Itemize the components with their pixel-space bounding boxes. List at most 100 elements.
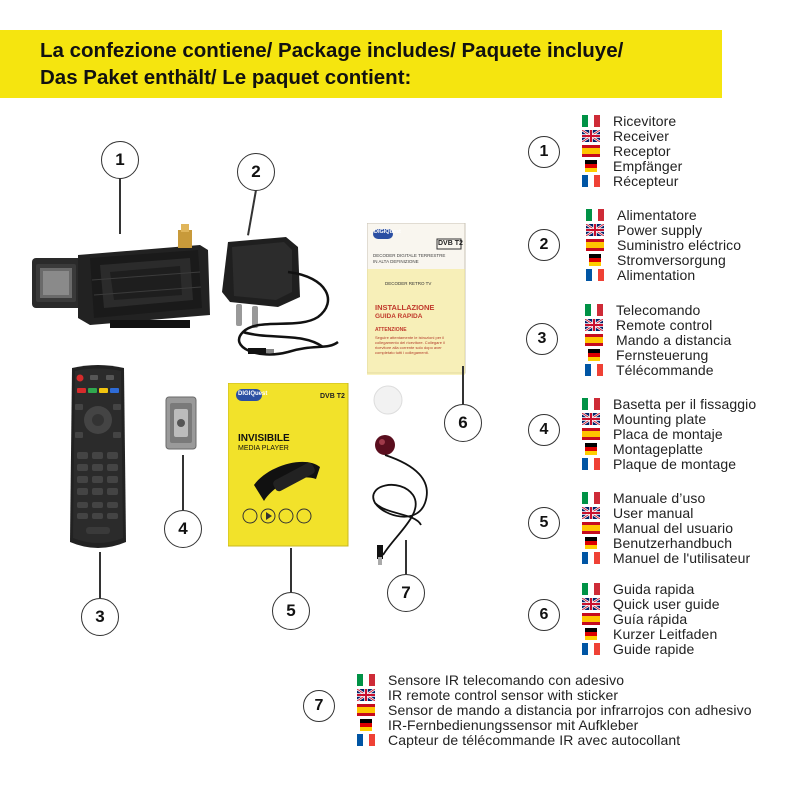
user-manual-booklet: DIGIQuest DVB T2 INVISIBILE MEDIA PLAYER [228,383,350,548]
legend-row: Sensore IR telecomando con adesivo [357,671,752,688]
legend-group-3: Telecomando Remote control Mando a dista… [585,302,731,378]
legend-row: IR remote control sensor with sticker [357,686,752,703]
legend-label-es: Placa de montaje [613,425,723,442]
header-title-line-1: La confezione contiene/ Package includes… [40,39,624,62]
legend-row: Montageplatte [582,441,756,457]
legend-group-1: Ricevitore Receiver Receptor Empfänger R… [582,112,683,189]
legend-label-it: Alimentatore [617,206,697,223]
legend-label-en: Power supply [617,221,703,238]
legend-row: Manuale d’uso [582,489,750,506]
user-manual-standard: DVB T2 [320,393,345,400]
quick-guide-booklet: DIGIQuest DVB T2 DECODER DIGITALE TERRES… [367,223,467,375]
flag-france-icon [357,733,375,746]
flag-germany-icon [582,159,600,172]
quick-guide-note: Seguire attentamente le istruzioni per i… [375,335,445,355]
legend-label-es: Receptor [613,142,671,159]
quick-guide-brand: DIGIQuest [374,229,401,235]
flag-italy-icon [582,114,600,127]
legend-label-de: Empfänger [613,157,683,174]
quick-guide-standard: DVB T2 [438,240,463,247]
legend-label-de: Kurzer Leitfaden [613,625,718,642]
legend-label-fr: Manuel de l'utilisateur [613,549,751,566]
legend-row: Mounting plate [582,411,756,427]
legend-row: Basetta per il fissaggio [582,395,757,412]
legend-row: Benutzerhandbuch [582,535,750,551]
flag-italy-icon [585,303,603,316]
flag-italy-icon [582,491,600,504]
legend-label-en: User manual [613,504,694,521]
quick-guide-title-2: GUIDA RAPIDA [375,313,423,320]
legend-row: Power supply [586,221,741,238]
flag-spain-icon [585,333,603,346]
leader-line-7 [405,540,407,574]
legend-label-de: Stromversorgung [617,251,726,268]
legend-row: Alimentation [586,266,741,283]
flag-uk-icon [582,412,600,425]
flag-germany-icon [582,442,600,455]
flag-germany-icon [582,627,600,640]
user-manual-title-1: INVISIBILE [238,433,290,444]
header-banner: La confezione contiene/ Package includes… [0,30,722,98]
flag-uk-icon [585,318,603,331]
legend-label-de: Fernsteuerung [616,346,709,363]
legend-label-fr: Guide rapide [613,640,695,657]
legend-row: Kurzer Leitfaden [582,625,720,642]
legend-label-en: Remote control [616,316,713,333]
legend-row: Remote control [585,316,731,333]
legend-row: Quick user guide [582,596,720,612]
legend-label-en: Receiver [613,127,670,144]
legend-label-it: Guida rapida [613,580,695,597]
receiver-illustration [32,224,210,328]
leader-line-6 [462,366,464,404]
flag-uk-icon [582,129,600,142]
legend-label-fr: Plaque de montage [613,455,737,472]
flag-italy-icon [357,673,375,686]
legend-row: Guide rapide [582,640,720,657]
quick-guide-subtitle-2: IN ALTA DEFINIZIONE [373,259,419,264]
flag-uk-icon [582,506,600,519]
legend-label-it: Basetta per il fissaggio [613,395,757,412]
header-title-line-2: Das Paket enthält/ Le paquet contient: [40,66,412,89]
flag-spain-icon [582,427,600,440]
leader-line-5 [290,548,292,592]
flag-france-icon [586,268,604,281]
flag-france-icon [582,642,600,655]
flag-uk-icon [586,223,604,236]
leader-line-3 [99,552,101,598]
legend-label-fr: Alimentation [617,266,696,283]
flag-uk-icon [582,597,600,610]
legend-label-fr: Capteur de télécommande IR avec autocoll… [388,731,681,748]
user-manual-brand: DIGIQuest [238,391,268,397]
legend-row: Guía rápida [582,611,720,627]
legend-row: Mando a distancia [585,332,731,348]
legend-label-it: Manuale d’uso [613,489,706,506]
legend-row: Sensor de mando a distancia por infrarro… [357,701,752,718]
quick-guide-model: DECODER RETRO TV [385,281,432,286]
legend-number-1: 1 [528,136,560,168]
flag-france-icon [582,551,600,564]
legend-label-es: Sensor de mando a distancia por infrarro… [388,701,752,718]
legend-row: Alimentatore [586,206,741,223]
flag-italy-icon [586,208,604,221]
flag-germany-icon [582,536,600,549]
legend-label-it: Ricevitore [613,112,677,129]
callout-number-1: 1 [101,141,139,179]
quick-guide-attention: ATTENZIONE [375,327,407,333]
flag-germany-icon [357,718,375,731]
legend-row: Télécommande [585,361,731,378]
callout-number-4: 4 [164,510,202,548]
legend-label-en: IR remote control sensor with sticker [388,686,619,703]
legend-label-fr: Télécommande [616,361,714,378]
legend-number-5: 5 [528,507,560,539]
callout-number-6: 6 [444,404,482,442]
legend-number-4: 4 [528,414,560,446]
legend-row: Placa de montaje [582,425,756,442]
flag-italy-icon [582,582,600,595]
flag-france-icon [582,457,600,470]
legend-label-it: Sensore IR telecomando con adesivo [388,671,625,688]
flag-france-icon [582,174,600,187]
flag-italy-icon [582,397,600,410]
callout-number-2: 2 [237,153,275,191]
flag-spain-icon [582,521,600,534]
callout-number-3: 3 [81,598,119,636]
